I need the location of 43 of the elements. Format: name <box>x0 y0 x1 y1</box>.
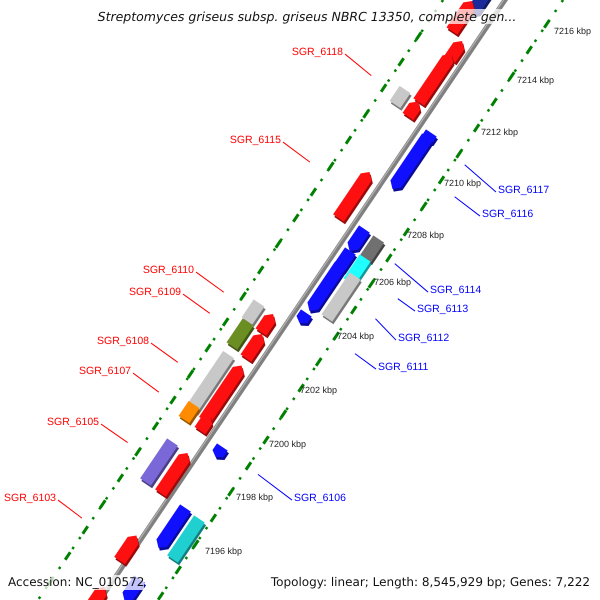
leader-line <box>150 342 178 363</box>
gene-label: SGR_6118 <box>292 46 343 59</box>
gene-label: SGR_6111 <box>378 361 428 374</box>
footer-text: Topology: linear; Length: 8,545,929 bp; Genes: 7,222 <box>270 575 590 590</box>
scale-label: 7210 kbp <box>444 178 482 189</box>
gene-label: SGR_6108 <box>97 335 149 348</box>
leader-line <box>394 263 428 293</box>
leader-line <box>100 424 128 444</box>
leader-line <box>132 372 160 393</box>
gene-label: SGR_6110 <box>142 264 194 277</box>
footer-text: Accession: NC_010572 <box>8 575 144 590</box>
gene-label: SGR_6117 <box>498 184 550 197</box>
leader-line <box>182 294 210 314</box>
gene-label: SGR_6103 <box>4 492 56 505</box>
leader-line <box>58 500 82 519</box>
scale-label: 7198 kbp <box>236 492 274 503</box>
leader-line <box>374 318 396 341</box>
gene-label: SGR_6106 <box>294 492 346 505</box>
leader-line <box>282 142 310 163</box>
leader-line <box>344 54 372 76</box>
gene-label: SGR_6107 <box>79 365 131 378</box>
gene-label: SGR_6116 <box>482 208 534 221</box>
scale-label: 7204 kbp <box>337 331 374 342</box>
gene-label: SGR_6109 <box>129 286 181 299</box>
leader-line <box>257 474 292 501</box>
scale-label: 7212 kbp <box>481 127 518 138</box>
gene-label: SGR_6114 <box>430 284 482 297</box>
scale-label: 7216 kbp <box>554 26 592 37</box>
scale-label: 7196 kbp <box>205 546 242 557</box>
scale-label: 7208 kbp <box>407 230 444 241</box>
gene-label: SGR_6113 <box>417 303 468 316</box>
leader-line <box>454 196 480 217</box>
gene-label: SGR_6112 <box>398 332 450 345</box>
leader-line <box>354 353 376 370</box>
leader-line <box>464 164 496 193</box>
leader-line <box>196 272 224 293</box>
scale-label: 7206 kbp <box>374 277 412 288</box>
scale-label: 7202 kbp <box>300 385 338 396</box>
gene-label: SGR_6115 <box>230 134 281 147</box>
scale-label: 7200 kbp <box>269 439 306 450</box>
leader-line <box>397 298 416 312</box>
scale-label: 7214 kbp <box>517 75 554 86</box>
gene-label: SGR_6105 <box>47 416 99 429</box>
